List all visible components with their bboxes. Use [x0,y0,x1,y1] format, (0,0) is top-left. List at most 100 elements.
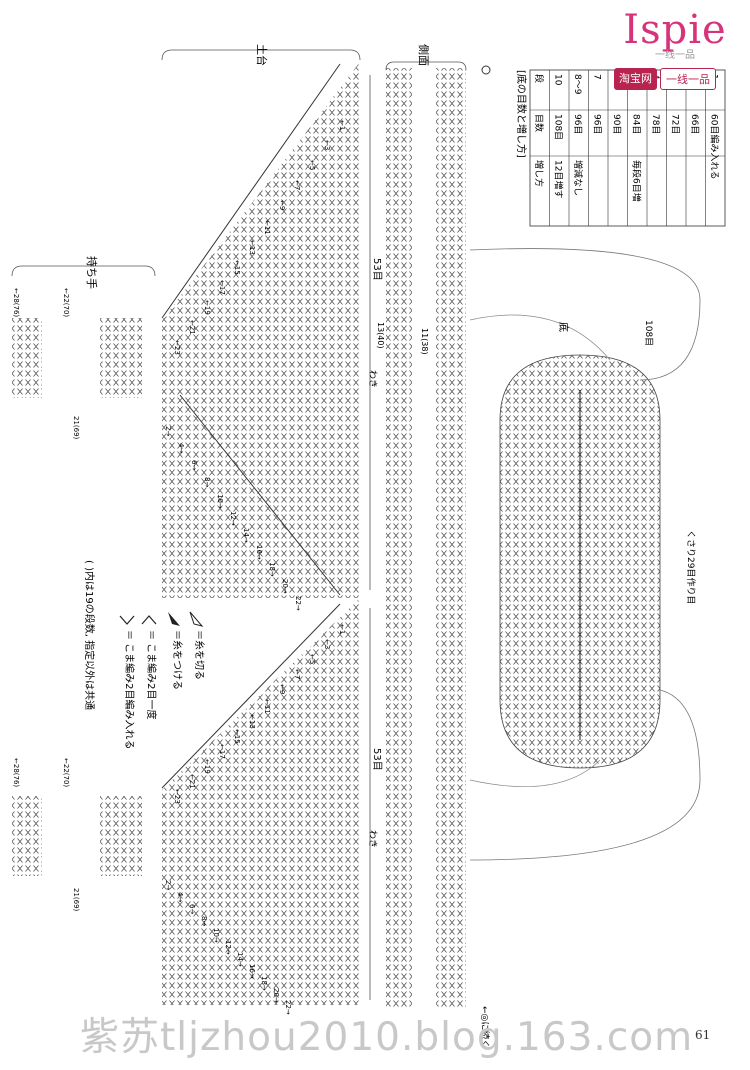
row-number: ←15 [233,729,241,744]
join-label: ←◎に続く [479,1006,491,1048]
start-marker [481,65,491,75]
lower-triangle-stitches [162,598,360,1005]
row-markers: ←1←3←5←7←9←11←13←15←17←19←21←232→4→6→8→1… [164,120,346,1015]
row-number: 4→ [176,892,184,902]
row-number: ←1 [338,120,346,130]
row-number: ←21 [188,320,196,335]
table-header-cell: 増し方 [533,160,545,187]
legend-inc: ＝ こま編み2目編み入れる [123,630,136,750]
handle-label: 持ち手 [85,256,99,289]
row-number: ←15 [233,260,241,275]
row-number: 12→ [224,940,232,955]
cut-symbol [189,611,204,627]
row-number: 14→ [236,952,244,967]
r21-upper: 21(69) [72,416,80,440]
badges: 淘宝网 一线一品 [614,68,716,90]
top-label: 土台 [255,44,269,66]
connector-curve-top [469,248,701,381]
table-cell: 毎段6目増 [631,160,643,202]
row-number: ←13 [248,240,256,255]
table-cell: 10 [553,74,563,86]
table-title: [底の目数と増し方] [515,70,528,158]
watermark: 紫苏tljzhou2010.blog.163.com [80,1015,694,1060]
legend-cut: ＝糸を切る [193,630,205,680]
handle-upper-left [12,318,42,398]
taobao-badge: 淘宝网 [614,68,657,90]
brand-logo: Ispie 一线一品 [612,8,738,61]
row-number: 8→ [200,916,208,926]
row-number: 8→ [203,477,211,487]
table-cell: 7 [592,74,602,80]
count-53-upper: 53目 [371,258,382,281]
table-header-cell: 段 [533,74,545,83]
row-number: 6→ [190,460,198,470]
row-number: ←19 [203,759,211,774]
legend-dec: ＝ こま編み2目一度 [145,630,158,720]
brand-sub: 一线一品 [655,50,695,61]
row-number: 2→ [164,426,172,436]
row-number: 10→ [216,494,224,509]
brand-name: Ispie [623,7,727,53]
attach-symbol [168,612,180,626]
marker-11: 11(38) [420,328,429,355]
table-cell: 78目 [650,114,661,134]
row-number: 16→ [255,545,263,560]
row-number: ←13 [248,714,256,729]
r28-lower: ←28(76) [12,758,20,787]
row-number: 18→ [260,976,268,991]
table-cell: 90目 [611,114,622,134]
r21-lower: 21(69) [72,888,80,912]
table-cell: 96目 [572,114,583,134]
table-header-cell: 目数 [533,114,545,132]
table-cell: 増減なし [572,160,584,196]
table-cell: 84目 [631,114,642,134]
row-number: 4→ [177,443,185,453]
upper-diagonal-edge [161,63,341,319]
connector-curve-bottom [469,689,701,861]
r22-lower: ←22(70) [62,758,70,787]
row-number: 12→ [229,511,237,526]
connector-curve-mid1 [469,314,611,361]
side-column-1 [386,68,412,1008]
row-number: 2→ [164,880,172,890]
r22-upper: ←22(70) [62,288,70,317]
row-number: 16→ [248,964,256,979]
row-number: ←5 [308,654,316,664]
count-108: 108目 [643,320,654,346]
legend: ( )内は19の段数, 指定以外は共通 ＝ こま編み2目編み入れる ＝ こま編み… [83,560,205,750]
row-number: ←3 [323,140,331,150]
handle-lower-right [100,796,142,876]
row-number: ←11 [263,699,271,714]
row-number: ←9 [278,200,286,210]
legend-note: ( )内は19の段数, 指定以外は共通 [83,560,96,710]
row-number: ←1 [338,624,346,634]
inc-symbol [119,615,135,625]
table-cell: 8〜9 [572,74,582,95]
side-label: 側面 [417,44,430,66]
row-number: ←21 [188,774,196,789]
waki-upper: わき [367,370,378,388]
row-number: 20→ [281,579,289,594]
dec-symbol [141,615,157,625]
legend-attach: ＝糸をつける [171,630,183,690]
side-bracket [385,61,467,71]
row-number: ←9 [278,684,286,694]
handle-lower-left [12,796,42,876]
row-number: 14→ [242,528,250,543]
page-number: 61 [695,1028,711,1042]
row-number: 22→ [284,1000,292,1015]
row-number: ←23 [173,789,181,804]
row-number: ←11 [263,220,271,235]
handle-upper-right [100,318,142,398]
table-cell: 108目 [553,114,564,140]
row-number: ←5 [308,160,316,170]
shop-badge: 一线一品 [660,68,716,90]
row-number: ←19 [203,300,211,315]
row-number: 18→ [268,562,276,577]
side-column-2 [436,68,466,1008]
row-number: ←7 [293,180,301,190]
row-number: 22→ [294,596,302,611]
row-number: ←7 [293,669,301,679]
chain-29-label: くさり29目作り目 [685,530,697,604]
